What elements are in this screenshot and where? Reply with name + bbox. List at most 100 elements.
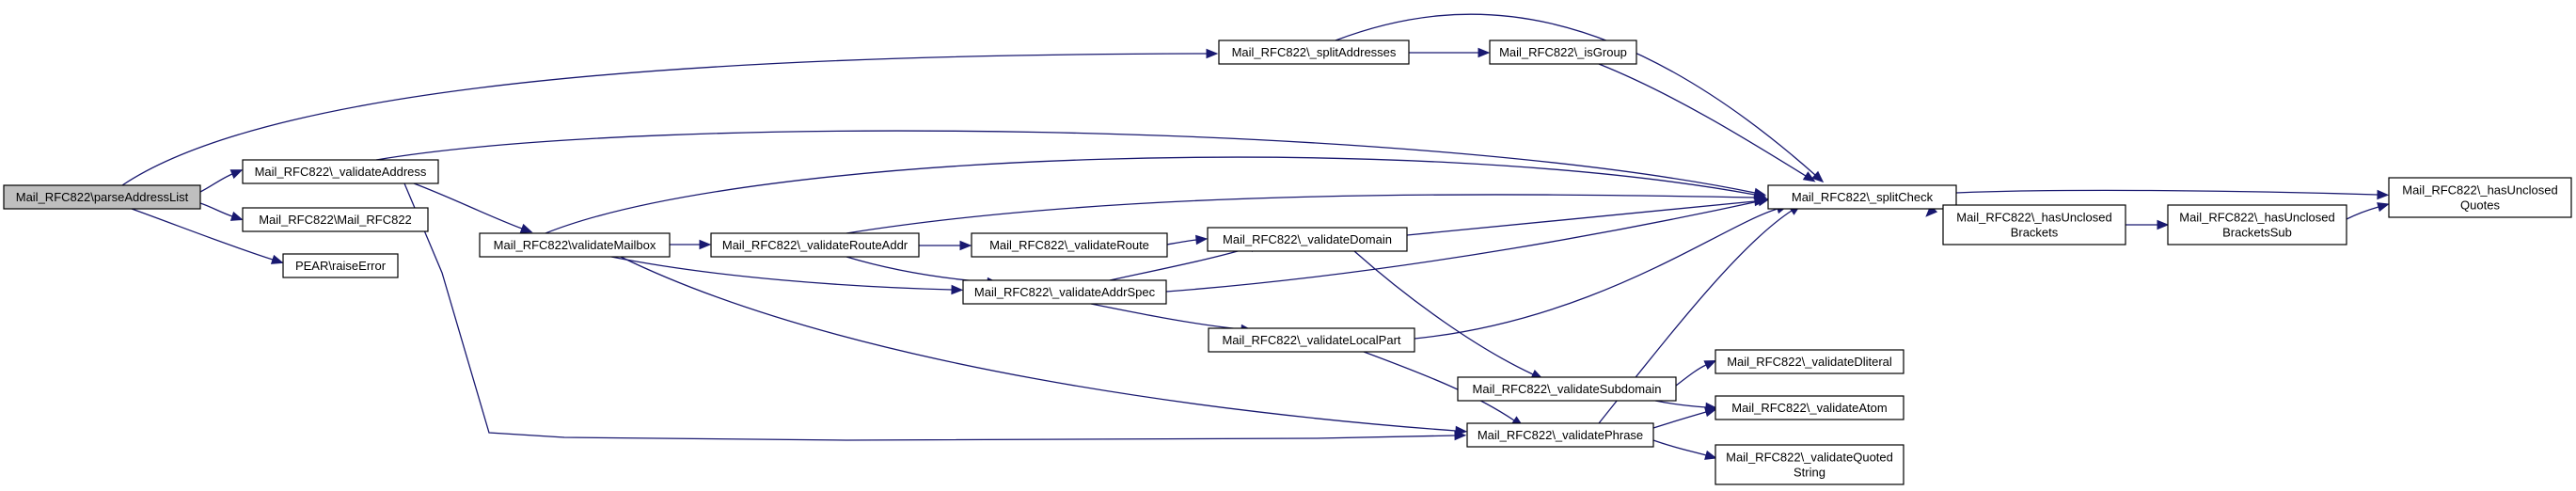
edge-validateAddress-to-splitCheck <box>375 130 1767 198</box>
node-label: Mail_RFC822\_validateSubdomain <box>1473 382 1662 396</box>
arrowhead-icon <box>1455 425 1468 436</box>
node-validateAtom[interactable]: Mail_RFC822\_validateAtom <box>1715 395 1904 420</box>
node-validateAddrSpec[interactable]: Mail_RFC822\_validateAddrSpec <box>962 279 1167 305</box>
node-label: Mail_RFC822\_splitCheck <box>1792 190 1934 204</box>
node-label: Mail_RFC822\_validateLocalPart <box>1222 333 1400 347</box>
edge-parseAddressList-to-Mail_RFC822 <box>199 202 244 221</box>
node-label: BracketsSub <box>2222 226 2292 240</box>
node-label: Mail_RFC822\_splitAddresses <box>1232 45 1397 59</box>
edge-validateDomain-to-validateSubdomain <box>1353 250 1544 380</box>
node-splitAddresses[interactable]: Mail_RFC822\_splitAddresses <box>1218 40 1410 65</box>
arrowhead-icon <box>2377 202 2390 213</box>
node-validateRoute[interactable]: Mail_RFC822\_validateRoute <box>971 232 1168 258</box>
node-validatePhrase[interactable]: Mail_RFC822\_validatePhrase <box>1466 422 1654 448</box>
arrowhead-icon <box>229 169 244 180</box>
edge-line <box>620 256 1457 432</box>
arrowhead-icon <box>1704 407 1717 418</box>
node-validateMailbox[interactable]: Mail_RFC822\validateMailbox <box>479 232 671 258</box>
edge-validateRouteAddr-to-validateRoute <box>919 240 972 251</box>
edge-validateMailbox-to-validateRouteAddr <box>670 239 712 250</box>
arrowhead-icon <box>270 254 284 264</box>
node-label: Quotes <box>2460 198 2500 213</box>
node-isGroup[interactable]: Mail_RFC822\_isGroup <box>1489 40 1637 65</box>
arrowhead-icon <box>1704 450 1717 460</box>
edge-line <box>199 173 233 193</box>
node-label: Brackets <box>2011 226 2059 240</box>
edge-line <box>545 156 1756 234</box>
edge-line <box>199 202 233 217</box>
edge-line <box>403 182 1456 441</box>
node-box <box>1715 395 1904 420</box>
arrowhead-icon <box>699 239 712 250</box>
arrowhead-icon <box>1206 48 1219 59</box>
node-box <box>971 232 1168 258</box>
node-label: Mail_RFC822\_validateQuoted <box>1726 451 1893 465</box>
node-label: Mail_RFC822\_validateRoute <box>989 238 1149 252</box>
node-parseAddressList[interactable]: Mail_RFC822\parseAddressList <box>3 184 201 210</box>
edge-isGroup-to-splitCheck <box>1598 63 1816 182</box>
node-box <box>710 232 920 258</box>
edge-line <box>1165 200 1760 293</box>
edge-parseAddressList-to-raiseError <box>131 208 284 264</box>
node-box <box>1715 349 1904 374</box>
node-box <box>1457 376 1677 402</box>
edge-validateMailbox-to-validatePhrase <box>620 256 1468 436</box>
node-label: Mail_RFC822\_validateAddrSpec <box>974 285 1156 299</box>
edge-validateAddress-to-validateMailbox <box>413 182 533 233</box>
edge-line <box>1363 351 1515 421</box>
node-validateDliteral[interactable]: Mail_RFC822\_validateDliteral <box>1715 349 1904 374</box>
edge-line <box>1414 208 1778 340</box>
edge-line <box>1652 411 1707 429</box>
edge-validateMailbox-to-validateAddrSpec <box>610 256 964 295</box>
node-label: Mail_RFC822\parseAddressList <box>16 190 189 204</box>
edge-validatePhrase-to-validateQuotedString <box>1652 439 1717 460</box>
node-box <box>242 207 429 232</box>
edge-splitAddresses-to-isGroup <box>1409 47 1491 58</box>
edge-line <box>1652 439 1707 456</box>
arrowhead-icon <box>959 240 972 251</box>
node-label: PEAR\raiseError <box>295 259 387 273</box>
node-box <box>3 184 201 210</box>
edge-line <box>131 208 274 261</box>
node-splitCheck[interactable]: Mail_RFC822\_splitCheck <box>1767 184 1957 210</box>
node-label: Mail_RFC822\_hasUnclosed <box>2179 211 2334 225</box>
arrowhead-icon <box>1811 170 1825 183</box>
edge-line <box>845 194 1756 234</box>
node-box <box>479 232 671 258</box>
node-box <box>1489 40 1637 65</box>
node-label: Mail_RFC822\_hasUnclosed <box>1956 211 2111 225</box>
node-box <box>1207 227 1408 252</box>
edge-validateLocalPart-to-splitCheck <box>1414 204 1789 340</box>
edge-line <box>1090 303 1242 330</box>
node-validateDomain[interactable]: Mail_RFC822\_validateDomain <box>1207 227 1408 252</box>
node-label: Mail_RFC822\_validateRouteAddr <box>722 238 909 252</box>
node-validateRouteAddr[interactable]: Mail_RFC822\_validateRouteAddr <box>710 232 920 258</box>
edge-line <box>1353 250 1534 375</box>
node-box <box>1466 422 1654 448</box>
node-raiseError[interactable]: PEAR\raiseError <box>282 253 399 278</box>
edge-validateRoute-to-validateDomain <box>1166 234 1209 246</box>
edge-line <box>375 130 1756 194</box>
node-label: String <box>1794 466 1825 480</box>
node-box <box>1218 40 1410 65</box>
node-box <box>2167 204 2347 246</box>
node-validateLocalPart[interactable]: Mail_RFC822\_validateLocalPart <box>1208 327 1415 353</box>
node-box <box>1942 204 2126 246</box>
edge-parseAddressList-to-splitAddresses <box>121 48 1219 186</box>
node-validateSubdomain[interactable]: Mail_RFC822\_validateSubdomain <box>1457 376 1677 402</box>
node-box <box>1208 327 1415 353</box>
node-Mail_RFC822[interactable]: Mail_RFC822\Mail_RFC822 <box>242 207 429 232</box>
edge-line <box>1675 364 1707 387</box>
edge-line <box>1654 400 1707 408</box>
edge-line <box>1598 63 1807 177</box>
nodes-layer: Mail_RFC822\parseAddressListMail_RFC822\… <box>3 40 2572 485</box>
node-label: Mail_RFC822\_validatePhrase <box>1478 428 1643 442</box>
arrowhead-icon <box>1754 196 1767 207</box>
node-label: Mail_RFC822\_validateAtom <box>1731 401 1887 415</box>
arrowhead-icon <box>1703 359 1717 370</box>
node-validateAddress[interactable]: Mail_RFC822\_validateAddress <box>242 159 439 184</box>
